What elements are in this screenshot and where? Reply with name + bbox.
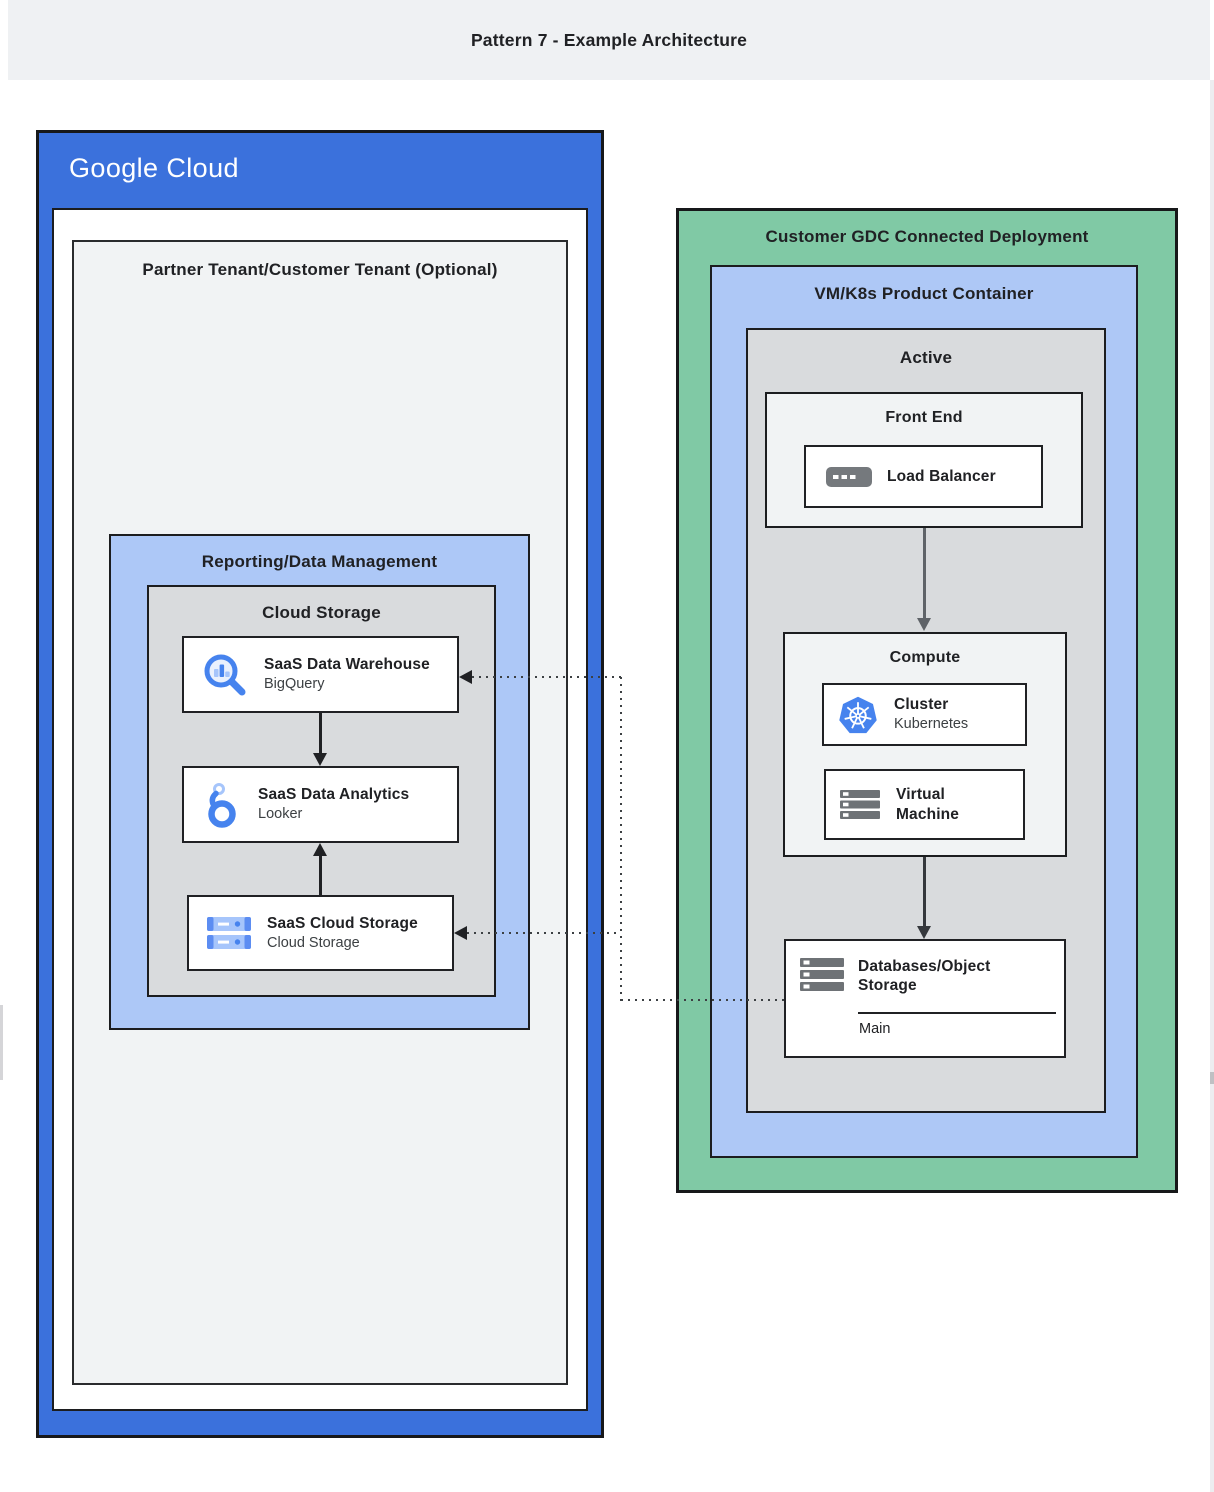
storage-servers-icon — [207, 917, 251, 949]
dotted-line-vertical — [620, 677, 622, 1001]
load-balancer-icon — [826, 466, 872, 487]
looker-icon — [202, 782, 242, 828]
dotted-arrowhead-to-storage — [454, 926, 467, 940]
customer-gdc-title: Customer GDC Connected Deployment — [765, 227, 1089, 246]
card-subtitle: Cloud Storage — [267, 934, 360, 951]
cluster-card: Cluster Kubernetes — [822, 683, 1027, 746]
google-cloud-inner-panel: Partner Tenant/Customer Tenant (Optional… — [52, 208, 588, 1411]
front-end-box: Front End Load Balancer — [765, 392, 1083, 528]
vm-k8s-product-container: VM/K8s Product Container Active Front En… — [710, 265, 1138, 1158]
card-text: SaaS Data Analytics Looker — [258, 785, 409, 824]
card-title: Databases/Object Storage — [858, 958, 991, 995]
arrow-storage-to-analytics-line — [319, 855, 322, 895]
google-cloud-logo: Google Cloud — [69, 153, 239, 183]
cloud-storage-title: Cloud Storage — [262, 603, 381, 622]
front-end-title: Front End — [885, 409, 963, 426]
diagram-title: Pattern 7 - Example Architecture — [470, 29, 748, 50]
db-card-divider — [858, 1012, 1056, 1014]
saas-data-warehouse-card: SaaS Data Warehouse BigQuery — [182, 636, 459, 713]
compute-title: Compute — [889, 649, 961, 666]
dotted-line-databases-horizontal — [621, 999, 785, 1001]
partner-tenant-title: Partner Tenant/Customer Tenant (Optional… — [142, 260, 498, 279]
reporting-title: Reporting/Data Management — [201, 552, 438, 571]
databases-object-storage-card: Databases/Object Storage Main — [784, 939, 1066, 1058]
arrow-compute-to-databases-line — [923, 857, 926, 926]
left-edge-tick — [0, 1005, 3, 1080]
dotted-line-storage-horizontal — [467, 932, 621, 934]
card-title: Load Balancer — [887, 467, 996, 485]
right-edge-thumb — [1210, 1072, 1214, 1084]
arrow-warehouse-to-analytics-line — [319, 713, 322, 754]
card-subtitle: Looker — [258, 806, 303, 823]
arrow-loadbalancer-to-compute-line — [923, 528, 926, 619]
reporting-data-management-box: Reporting/Data Management Cloud Storage — [109, 534, 530, 1030]
google-cloud-container: Google Cloud Partner Tenant/Customer Ten… — [36, 130, 604, 1438]
card-title: SaaS Cloud Storage — [267, 914, 418, 932]
customer-gdc-container: Customer GDC Connected Deployment VM/K8s… — [676, 208, 1178, 1193]
cloud-storage-box: Cloud Storage — [147, 585, 496, 997]
diagram-header: Pattern 7 - Example Architecture — [8, 0, 1210, 80]
card-title: SaaS Data Analytics — [258, 786, 410, 804]
load-balancer-card: Load Balancer — [804, 445, 1043, 508]
bigquery-search-icon — [202, 652, 248, 698]
compute-box: Compute — [783, 632, 1067, 857]
arrow-storage-to-analytics-head — [313, 843, 327, 856]
databases-icon — [800, 958, 844, 992]
arrow-compute-to-databases-head — [917, 926, 931, 939]
right-edge-track — [1210, 80, 1214, 1492]
active-title: Active — [899, 348, 953, 367]
arrow-warehouse-to-analytics-head — [313, 753, 327, 766]
virtual-machine-card: Virtual Machine — [824, 769, 1025, 840]
dotted-line-warehouse-horizontal — [472, 676, 621, 678]
saas-data-analytics-card: SaaS Data Analytics Looker — [182, 766, 459, 843]
virtual-machine-icon — [840, 789, 880, 820]
card-title: Cluster — [894, 696, 949, 714]
arrow-loadbalancer-to-compute-head — [917, 618, 931, 631]
card-text: SaaS Cloud Storage Cloud Storage — [267, 914, 418, 953]
kubernetes-icon — [836, 694, 880, 736]
card-text: Cluster Kubernetes — [894, 695, 968, 734]
card-subtitle: Kubernetes — [894, 716, 969, 733]
card-title: Virtual Machine — [896, 786, 960, 823]
card-text: SaaS Data Warehouse BigQuery — [264, 655, 430, 694]
saas-cloud-storage-card: SaaS Cloud Storage Cloud Storage — [187, 895, 454, 971]
card-subtitle: BigQuery — [264, 676, 325, 693]
vm-k8s-title: VM/K8s Product Container — [814, 284, 1034, 303]
card-title: SaaS Data Warehouse — [264, 656, 430, 674]
db-main-label: Main — [859, 1021, 891, 1037]
dotted-arrowhead-to-warehouse — [459, 670, 472, 684]
partner-tenant-box: Partner Tenant/Customer Tenant (Optional… — [72, 240, 568, 1385]
active-box: Active Front End Load Ba — [746, 328, 1106, 1113]
